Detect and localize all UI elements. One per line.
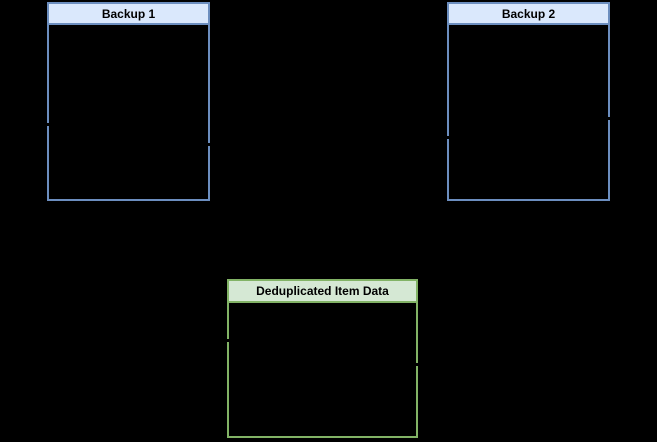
- backup-1-box: Backup 1: [47, 2, 210, 201]
- backup-2-body: [449, 25, 608, 199]
- deduplicated-item-data-box: Deduplicated Item Data: [227, 279, 418, 438]
- deduplicated-item-data-header: Deduplicated Item Data: [229, 281, 416, 303]
- deduplicated-item-data-title: Deduplicated Item Data: [256, 284, 389, 298]
- connector-endpoint-dedup-left: [223, 339, 231, 342]
- backup-1-header: Backup 1: [49, 4, 208, 25]
- backup-2-title: Backup 2: [501, 6, 556, 21]
- backup-1-body: [49, 25, 208, 199]
- connector-endpoint-backup-1-left: [44, 123, 52, 126]
- deduplicated-item-data-body: [229, 303, 416, 436]
- backup-1-title: Backup 1: [101, 6, 156, 21]
- connector-endpoint-backup-1-right: [204, 143, 212, 146]
- connector-endpoint-backup-2-right: [605, 117, 613, 120]
- connector-endpoint-backup-2-left: [443, 136, 451, 139]
- backup-2-header: Backup 2: [449, 4, 608, 25]
- connector-endpoint-dedup-right: [413, 363, 421, 366]
- backup-2-box: Backup 2: [447, 2, 610, 201]
